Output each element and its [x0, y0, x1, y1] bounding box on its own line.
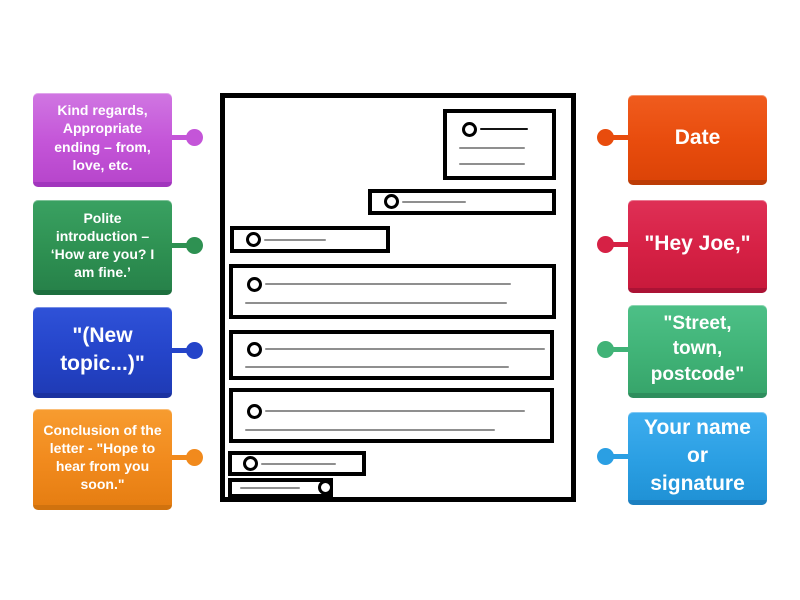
connector-dot	[597, 447, 614, 465]
connector-stub	[612, 135, 628, 140]
text-line	[480, 128, 528, 130]
label-text: "Hey Joe,"	[644, 232, 751, 256]
label-card-new-topic[interactable]: "(New topic...)"	[33, 307, 203, 398]
text-line	[402, 201, 466, 203]
label-card-date[interactable]: Date	[597, 95, 767, 185]
text-line	[245, 366, 509, 368]
connector-stub	[612, 453, 628, 459]
label-text: Your name or signature	[644, 416, 751, 495]
connection-point[interactable]	[462, 122, 477, 137]
label-text: Date	[674, 125, 721, 149]
text-line	[261, 463, 336, 465]
label-text: "Street, town, postcode"	[650, 312, 745, 385]
connector-stub	[172, 454, 188, 460]
label-card-conclusion[interactable]: Conclusion of the letter - "Hope to hear…	[33, 409, 203, 510]
connector-stub	[172, 135, 188, 140]
label-text: "(New topic...)"	[60, 324, 145, 375]
label-card-polite-introduction[interactable]: Polite introduction – ‘How are you? I am…	[33, 200, 203, 295]
letter-field-address	[443, 109, 556, 180]
connector-dot	[597, 129, 614, 146]
connector-dot	[597, 235, 614, 253]
letter-field-paragraph-1	[229, 264, 556, 319]
connection-point[interactable]	[384, 194, 399, 209]
text-line	[459, 147, 525, 149]
letter-field-paragraph-2	[229, 330, 554, 380]
connector-dot	[186, 236, 203, 254]
label-text: Conclusion of the letter - "Hope to hear…	[43, 421, 162, 493]
connector-dot	[186, 129, 203, 146]
connector-dot	[186, 448, 203, 466]
connection-point[interactable]	[318, 480, 333, 495]
text-line	[265, 410, 525, 412]
connection-point[interactable]	[246, 232, 261, 247]
connection-point[interactable]	[247, 342, 262, 357]
label-text: Kind regards, Appropriate ending – from,…	[54, 102, 151, 173]
text-line	[245, 302, 507, 304]
letter-field-paragraph-3	[229, 388, 554, 443]
connector-dot	[597, 340, 614, 358]
label-card-hey-joe[interactable]: "Hey Joe,"	[597, 200, 767, 293]
text-line	[265, 283, 511, 285]
letter-field-greeting	[230, 226, 390, 253]
connector-stub	[612, 241, 628, 247]
text-line	[240, 487, 300, 489]
letter-field-closing	[228, 451, 366, 476]
label-text: Polite introduction – ‘How are you? I am…	[50, 209, 155, 281]
connector-stub	[172, 242, 188, 248]
letter-field-signature	[228, 478, 333, 498]
label-card-name-signature[interactable]: Your name or signature	[597, 412, 767, 505]
connector-stub	[612, 346, 628, 352]
connection-point[interactable]	[247, 277, 262, 292]
label-card-kind-regards[interactable]: Kind regards, Appropriate ending – from,…	[33, 93, 203, 187]
text-line	[459, 163, 525, 165]
text-line	[265, 348, 545, 350]
connector-dot	[186, 341, 203, 359]
text-line	[245, 429, 495, 431]
label-card-street-town-postcode[interactable]: "Street, town, postcode"	[597, 305, 767, 398]
connection-point[interactable]	[243, 456, 258, 471]
connection-point[interactable]	[247, 404, 262, 419]
text-line	[264, 239, 326, 241]
connector-stub	[172, 347, 188, 353]
letter-field-date	[368, 189, 556, 215]
